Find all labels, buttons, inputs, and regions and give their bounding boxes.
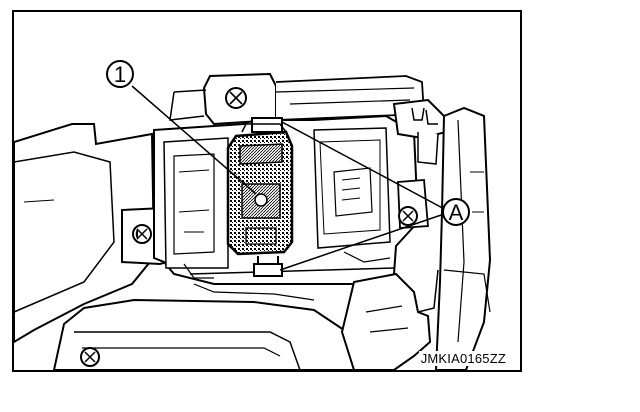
leader-lines (131, 85, 451, 271)
callout-a-label: A (449, 200, 464, 225)
callout-1: 1 (106, 60, 134, 88)
component-illustration: 1 A (14, 60, 492, 370)
figure-frame: 1 A JMKIA0165ZZ (12, 10, 522, 372)
figure-code: JMKIA0165ZZ (418, 351, 508, 366)
right-trim (434, 106, 492, 370)
lower-column-cover (52, 283, 356, 370)
callout-1-label: 1 (114, 62, 126, 87)
callout-a: A (442, 198, 470, 226)
top-bracket (169, 72, 425, 126)
switch-module (226, 117, 294, 277)
leader-line-a-bottom (279, 211, 451, 271)
leader-line-a-top (281, 121, 451, 213)
right-bracket (392, 98, 448, 229)
switch-housing (153, 114, 420, 285)
lower-right-structure (340, 269, 439, 370)
leader-line-1 (131, 85, 257, 195)
